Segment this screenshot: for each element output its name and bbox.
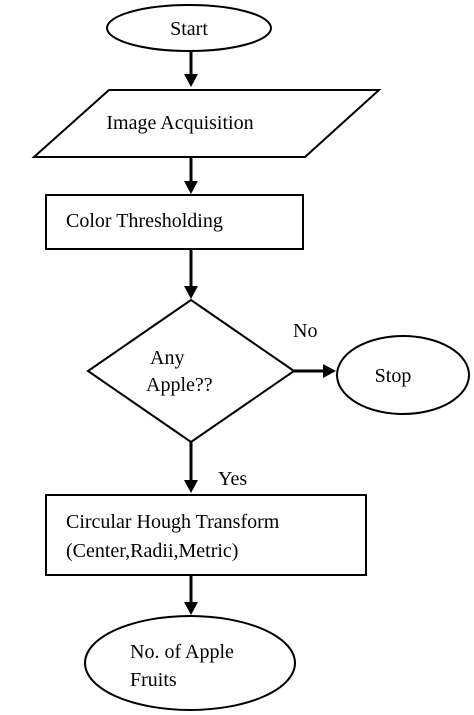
stop-node: Stop xyxy=(336,335,470,415)
result-label-line2: Fruits xyxy=(130,669,177,691)
threshold-label: Color Thresholding xyxy=(66,210,223,232)
stop-label: Stop xyxy=(375,365,412,387)
decision-node: Any Apple?? xyxy=(86,298,296,444)
arrow-decision-to-stop xyxy=(294,364,336,378)
arrow-hough-to-result xyxy=(184,575,198,615)
decision-label-line1: Any xyxy=(150,347,184,369)
result-node: No. of Apple Fruits xyxy=(84,615,296,711)
arrow-start-to-acquisition xyxy=(184,52,198,87)
decision-label-line2: Apple?? xyxy=(146,374,213,396)
no-branch-label: No xyxy=(293,320,317,342)
threshold-node: Color Thresholding xyxy=(45,194,304,250)
arrow-decision-to-hough xyxy=(184,442,198,493)
yes-branch-label: Yes xyxy=(218,468,247,490)
arrow-threshold-to-decision xyxy=(184,249,198,299)
hough-label-line2: (Center,Radii,Metric) xyxy=(66,540,238,562)
result-label-line1: No. of Apple xyxy=(130,641,234,663)
start-node: Start xyxy=(106,4,272,52)
acquisition-node: Image Acquisition xyxy=(31,89,382,158)
acquisition-label: Image Acquisition xyxy=(106,112,253,134)
arrow-acquisition-to-threshold xyxy=(184,157,198,194)
start-label: Start xyxy=(170,18,208,40)
hough-label-line1: Circular Hough Transform xyxy=(66,511,280,533)
hough-node: Circular Hough Transform (Center,Radii,M… xyxy=(45,494,367,576)
